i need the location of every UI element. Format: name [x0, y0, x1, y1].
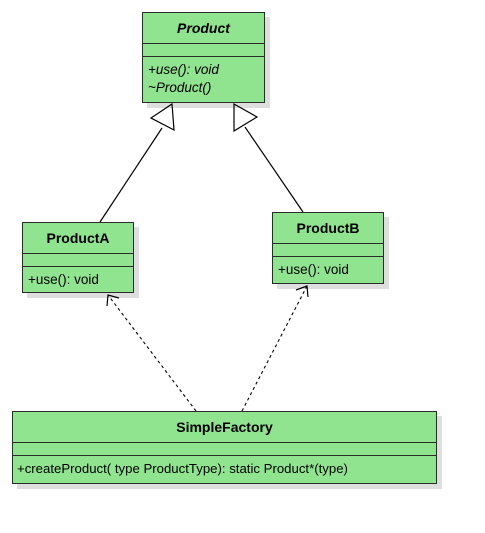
- generalization-producta-line: [99, 127, 163, 223]
- operation: +use(): void: [148, 62, 219, 77]
- class-producta-name: ProductA: [23, 223, 133, 254]
- class-producta-attributes: [23, 254, 133, 267]
- operation: +createProduct( type ProductType): stati…: [17, 461, 348, 476]
- class-productb-attributes: [273, 244, 383, 257]
- generalization-productb-arrowhead: [233, 102, 259, 133]
- generalization-productb-line: [244, 126, 304, 213]
- class-producta[interactable]: ProductA +use(): void: [22, 222, 134, 293]
- class-product-name: Product: [143, 13, 264, 44]
- class-simplefactory[interactable]: SimpleFactory +createProduct( type Produ…: [12, 411, 437, 484]
- class-productb-operations: +use(): void: [273, 257, 383, 279]
- class-productb-name: ProductB: [273, 213, 383, 244]
- dependency-productb-arrowhead: [295, 285, 309, 298]
- dependency-producta-arrowhead: [106, 294, 120, 307]
- class-simplefactory-name: SimpleFactory: [13, 412, 436, 443]
- class-simplefactory-attributes: [13, 443, 436, 456]
- class-simplefactory-operations: +createProduct( type ProductType): stati…: [13, 456, 436, 478]
- operation: +use(): void: [278, 262, 349, 277]
- operation: ~Product(): [148, 80, 212, 95]
- class-product-operations: +use(): void ~Product(): [143, 57, 264, 97]
- class-product-attributes: [143, 44, 264, 57]
- class-productb[interactable]: ProductB +use(): void: [272, 212, 384, 284]
- operation: +use(): void: [28, 272, 99, 287]
- class-product[interactable]: Product +use(): void ~Product(): [142, 12, 265, 103]
- dependency-producta-line: [107, 294, 197, 412]
- generalization-producta-arrowhead: [149, 102, 175, 132]
- class-producta-operations: +use(): void: [23, 267, 133, 289]
- dependency-productb-line: [241, 285, 308, 412]
